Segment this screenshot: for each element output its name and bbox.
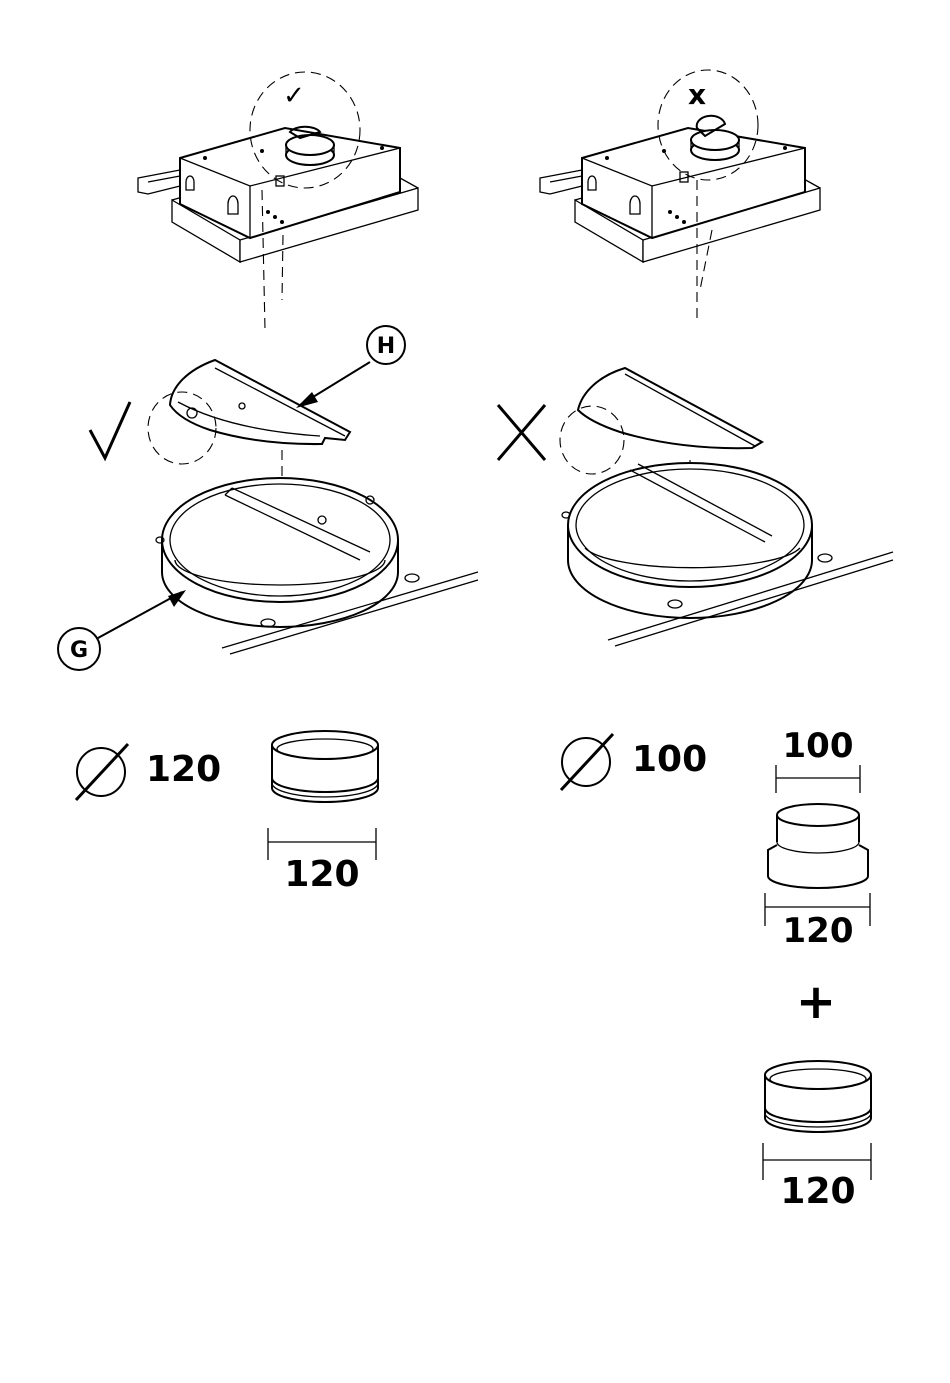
reducer-adapter: 100 120 [765, 726, 870, 951]
left-flap-assembly [148, 360, 478, 654]
reducer-top-label: 100 [783, 726, 854, 766]
right-diameter-spec: 100 [561, 734, 707, 790]
callout-h: H [296, 326, 405, 408]
right-hood-unit [540, 70, 820, 320]
right-diameter-value: 100 [632, 739, 707, 780]
right-flap-assembly [560, 368, 893, 646]
plus-sign: + [796, 974, 836, 1030]
reducer-bottom-label: 120 [783, 911, 854, 951]
left-hood-unit [138, 72, 418, 330]
small-wrong-mark: x [688, 78, 706, 111]
callout-h-label: H [377, 334, 395, 359]
right-ring-width-label: 120 [780, 1171, 855, 1212]
left-ring-width-label: 120 [284, 854, 359, 895]
left-diameter-value: 120 [146, 749, 221, 790]
left-ring-adapter: 120 [268, 731, 378, 895]
callout-g-label: G [70, 638, 88, 663]
small-correct-mark: ✓ [283, 81, 305, 111]
right-ring-adapter: 120 [763, 1061, 871, 1212]
left-diameter-spec: 120 [76, 744, 221, 800]
callout-g: G [58, 590, 186, 670]
large-correct-mark [90, 402, 130, 458]
large-wrong-mark [498, 405, 545, 460]
